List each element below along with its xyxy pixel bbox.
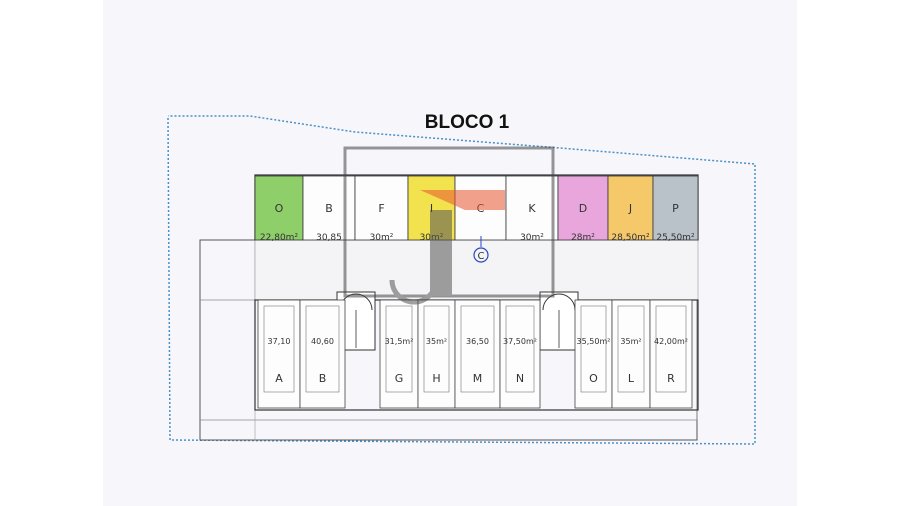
- unit-area: 37,50m²: [503, 337, 537, 346]
- unit-cell: [649, 299, 693, 409]
- bottom-unit-b-1: 40,60B: [299, 299, 346, 409]
- top-unit-d-6: D 28m²: [557, 175, 609, 243]
- bottom-unit-h-3: 35m² H: [417, 299, 456, 409]
- floor-plan: BLOCO 1 O22,80m²B30,85F30m²I30m²CK30m²D2…: [167, 112, 756, 445]
- plan-sheet: BLOCO 1 O22,80m²B30,85F30m²I30m²CK30m²D2…: [103, 0, 797, 506]
- unit-letter: A: [275, 372, 283, 385]
- unit-letter: O: [589, 372, 598, 385]
- unit-area: 36,50: [466, 337, 489, 346]
- unit-letter: N: [516, 372, 524, 385]
- unit-area: 30m²: [520, 233, 544, 243]
- unit-cell: [505, 175, 559, 241]
- unit-letter: K: [528, 202, 536, 215]
- unit-letter: R: [667, 372, 675, 385]
- unit-area: 35m²: [620, 337, 641, 346]
- unit-cell: [652, 175, 699, 241]
- top-unit-b-1: B 30,85: [302, 175, 356, 243]
- top-unit-f-2: F 30m²: [354, 175, 409, 243]
- unit-area: 28,50m²: [611, 233, 650, 243]
- unit-inner: [423, 305, 450, 393]
- unit-cell: [254, 175, 304, 241]
- circled-note: C: [478, 251, 485, 262]
- top-unit-p-8: P 25,50m²: [652, 175, 699, 243]
- unit-area: 28m²: [571, 233, 595, 243]
- unit-inner: [460, 305, 495, 393]
- unit-inner: [305, 305, 340, 393]
- bottom-unit-l-7: 35m² L: [611, 299, 651, 409]
- unit-letter: H: [432, 372, 440, 385]
- unit-letter: G: [395, 372, 404, 385]
- site-boundary: [167, 115, 756, 445]
- unit-area: 37,10: [268, 337, 291, 346]
- unit-area: 25,50m²: [656, 233, 695, 243]
- bottom-units: 37,10A40,60B31,5m²G35m²H36,50M37,50m²N35…: [257, 299, 693, 409]
- unit-cell: [299, 299, 346, 409]
- top-units: O22,80m²B30,85F30m²I30m²CK30m²D28m²J28,5…: [254, 175, 699, 243]
- unit-cell: [354, 175, 409, 241]
- unit-letter: M: [473, 372, 483, 385]
- unit-letter: I: [430, 202, 433, 215]
- top-unit-k-5: K 30m²: [505, 175, 559, 243]
- unit-letter: J: [628, 202, 632, 215]
- bottom-unit-r-8: 42,00m² R: [649, 299, 693, 409]
- unit-area: 35m²: [426, 337, 447, 346]
- bottom-unit-n-5: 37,50m² N: [499, 299, 541, 409]
- unit-letter: B: [325, 202, 333, 215]
- unit-cell: [557, 175, 609, 241]
- unit-inner: [617, 305, 645, 393]
- unit-area: 31,5m²: [385, 337, 414, 346]
- unit-area: 30m²: [370, 233, 394, 243]
- unit-cell: [454, 299, 501, 409]
- unit-letter: O: [275, 202, 284, 215]
- unit-letter: L: [628, 372, 635, 385]
- unit-area: 40,60: [311, 337, 334, 346]
- unit-cell: [611, 299, 651, 409]
- bottom-unit-a-0: 37,10A: [257, 299, 301, 409]
- plan-title: BLOCO 1: [425, 112, 510, 133]
- top-unit-o-0: O 22,80m²: [254, 175, 304, 243]
- unit-inner: [580, 305, 607, 393]
- unit-cell: [499, 299, 541, 409]
- bottom-unit-g-2: 31,5m² G: [379, 299, 419, 409]
- unit-inner: [655, 305, 687, 393]
- watermark-logo: [343, 146, 555, 305]
- unit-area: 35,50m²: [577, 337, 611, 346]
- staircase-right: [539, 291, 579, 351]
- unit-letter: D: [579, 202, 587, 215]
- unit-inner: [263, 305, 295, 393]
- unit-cell: [257, 299, 301, 409]
- unit-inner: [505, 305, 535, 393]
- unit-inner: [385, 305, 413, 393]
- bottom-unit-o-6: 35,50m² O: [574, 299, 613, 409]
- top-unit-j-7: J 28,50m²: [607, 175, 654, 243]
- unit-cell: [607, 175, 654, 241]
- unit-area: 30,85: [316, 233, 342, 243]
- unit-letter: P: [672, 202, 679, 215]
- unit-letter: F: [378, 202, 384, 215]
- unit-area: 22,80m²: [260, 233, 299, 243]
- unit-area: 42,00m²: [654, 337, 688, 346]
- bottom-unit-m-4: 36,50M: [454, 299, 501, 409]
- unit-letter: B: [319, 372, 327, 385]
- circled-note-ring: [473, 247, 489, 263]
